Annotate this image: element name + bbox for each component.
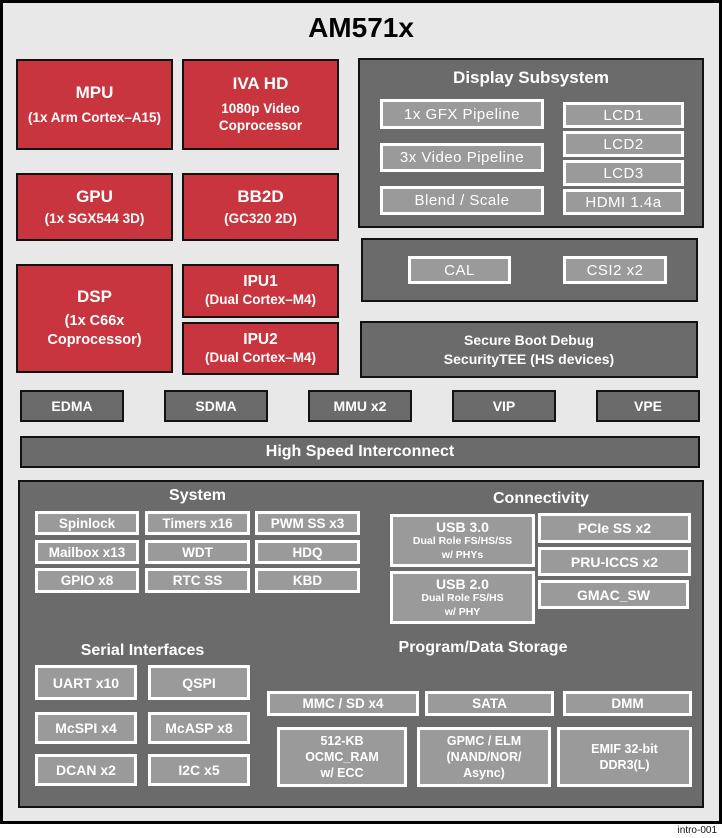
mpu-subtitle: (1x Arm Cortex–A15) bbox=[27, 109, 162, 125]
ipu1-subtitle: (Dual Cortex–M4) bbox=[204, 292, 317, 308]
dcan-chip: DCAN x2 bbox=[35, 754, 137, 786]
gpio-chip: GPIO x8 bbox=[35, 568, 139, 593]
ipu2-block: IPU2 (Dual Cortex–M4) bbox=[182, 322, 339, 375]
dsp-title: DSP bbox=[77, 286, 112, 306]
gmac-chip: GMAC_SW bbox=[538, 580, 689, 609]
i2c-chip: I2C x5 bbox=[148, 754, 250, 786]
edma-chip: EDMA bbox=[20, 390, 124, 422]
lcd3-chip: LCD3 bbox=[563, 160, 684, 186]
gpmc-line3: Async) bbox=[463, 766, 505, 781]
iva-hd-block: IVA HD 1080p Video Coprocessor bbox=[182, 59, 339, 150]
pwm-chip: PWM SS x3 bbox=[255, 511, 360, 535]
mmc-chip: MMC / SD x4 bbox=[267, 691, 419, 716]
dmm-chip: DMM bbox=[563, 691, 692, 716]
gpmc-block: GPMC / ELM (NAND/NOR/ Async) bbox=[417, 727, 551, 787]
storage-header: Program/Data Storage bbox=[398, 639, 568, 656]
interconnect-bar: High Speed Interconnect bbox=[20, 436, 700, 468]
display-subsystem-title: Display Subsystem bbox=[453, 68, 609, 87]
video-pipeline-chip: 3x Video Pipeline bbox=[380, 143, 544, 172]
usb2-block: USB 2.0 Dual Role FS/HS w/ PHY bbox=[390, 571, 535, 624]
ocmc-line1: 512-KB bbox=[320, 733, 364, 748]
wdt-chip: WDT bbox=[145, 540, 250, 564]
system-header: System bbox=[169, 487, 226, 504]
hdq-chip: HDQ bbox=[255, 540, 360, 564]
usb2-line3: w/ PHY bbox=[444, 605, 481, 618]
bb2d-block: BB2D (GC320 2D) bbox=[182, 173, 339, 241]
mpu-block: MPU (1x Arm Cortex–A15) bbox=[16, 59, 173, 150]
ipu2-title: IPU2 bbox=[243, 330, 278, 348]
lcd2-chip: LCD2 bbox=[563, 131, 684, 157]
spinlock-chip: Spinlock bbox=[35, 511, 139, 535]
connectivity-header: Connectivity bbox=[492, 490, 589, 507]
iva-subtitle: 1080p Video Coprocessor bbox=[218, 100, 303, 134]
vip-chip: VIP bbox=[452, 390, 556, 422]
cal-chip: CAL bbox=[408, 256, 511, 284]
mcasp-chip: McASP x8 bbox=[148, 712, 250, 744]
kbd-chip: KBD bbox=[255, 568, 360, 593]
gpu-title: GPU bbox=[76, 186, 113, 206]
uart-chip: UART x10 bbox=[35, 665, 137, 700]
usb3-block: USB 3.0 Dual Role FS/HS/SS w/ PHYs bbox=[390, 514, 535, 567]
mailbox-chip: Mailbox x13 bbox=[35, 540, 139, 564]
hdmi-chip: HDMI 1.4a bbox=[563, 189, 684, 215]
bb2d-subtitle: (GC320 2D) bbox=[224, 210, 297, 226]
sata-chip: SATA bbox=[425, 691, 554, 716]
rtc-chip: RTC SS bbox=[145, 568, 250, 593]
dsp-block: DSP (1x C66x Coprocessor) bbox=[16, 264, 173, 373]
csi2-chip: CSI2 x2 bbox=[563, 256, 667, 284]
bb2d-title: BB2D bbox=[237, 186, 284, 206]
usb3-line2: Dual Role FS/HS/SS bbox=[412, 535, 513, 548]
dsp-subtitle: (1x C66x Coprocessor) bbox=[47, 313, 142, 349]
gpu-block: GPU (1x SGX544 3D) bbox=[16, 173, 173, 241]
serial-header: Serial Interfaces bbox=[80, 642, 205, 659]
usb2-line2: Dual Role FS/HS bbox=[421, 592, 504, 605]
blend-scale-chip: Blend / Scale bbox=[380, 186, 544, 215]
ocmc-block: 512-KB OCMC_RAM w/ ECC bbox=[277, 727, 407, 787]
mmu-chip: MMU x2 bbox=[308, 390, 412, 422]
page-title: AM571x bbox=[308, 12, 414, 43]
vpe-chip: VPE bbox=[596, 390, 700, 422]
gpu-subtitle: (1x SGX544 3D) bbox=[44, 210, 145, 226]
ipu1-title: IPU1 bbox=[243, 273, 278, 291]
mcspi-chip: McSPI x4 bbox=[35, 712, 137, 744]
gpmc-line1: GPMC / ELM bbox=[446, 733, 522, 748]
mpu-title: MPU bbox=[75, 82, 114, 102]
ipu2-subtitle: (Dual Cortex–M4) bbox=[204, 349, 317, 365]
sdma-chip: SDMA bbox=[164, 390, 268, 422]
usb3-line3: w/ PHYs bbox=[441, 548, 484, 561]
lcd1-chip: LCD1 bbox=[563, 102, 684, 128]
emif-line2: DDR3(L) bbox=[599, 758, 650, 772]
figure-id-footnote: intro-001 bbox=[677, 825, 717, 836]
gfx-pipeline-chip: 1x GFX Pipeline bbox=[380, 99, 544, 129]
gpmc-line2: (NAND/NOR/ bbox=[446, 749, 522, 764]
emif-line1: EMIF 32-bit bbox=[591, 741, 658, 756]
usb2-title: USB 2.0 bbox=[436, 576, 489, 593]
secure-boot-line1: Secure Boot Debug bbox=[464, 331, 594, 348]
secure-boot-line2: SecurityTEE (HS devices) bbox=[443, 350, 615, 367]
secure-boot-panel: Secure Boot Debug SecurityTEE (HS device… bbox=[360, 321, 698, 378]
ipu1-block: IPU1 (Dual Cortex–M4) bbox=[182, 264, 339, 318]
emif-block: EMIF 32-bit DDR3(L) bbox=[557, 727, 692, 787]
qspi-chip: QSPI bbox=[148, 665, 250, 700]
ocmc-line3: w/ ECC bbox=[320, 766, 364, 781]
usb3-title: USB 3.0 bbox=[436, 519, 489, 536]
pru-icss-chip: PRU-ICCS x2 bbox=[538, 547, 691, 576]
pcie-chip: PCIe SS x2 bbox=[538, 513, 691, 543]
timers-chip: Timers x16 bbox=[145, 511, 250, 535]
iva-title: IVA HD bbox=[232, 74, 289, 94]
ocmc-line2: OCMC_RAM bbox=[305, 749, 379, 764]
